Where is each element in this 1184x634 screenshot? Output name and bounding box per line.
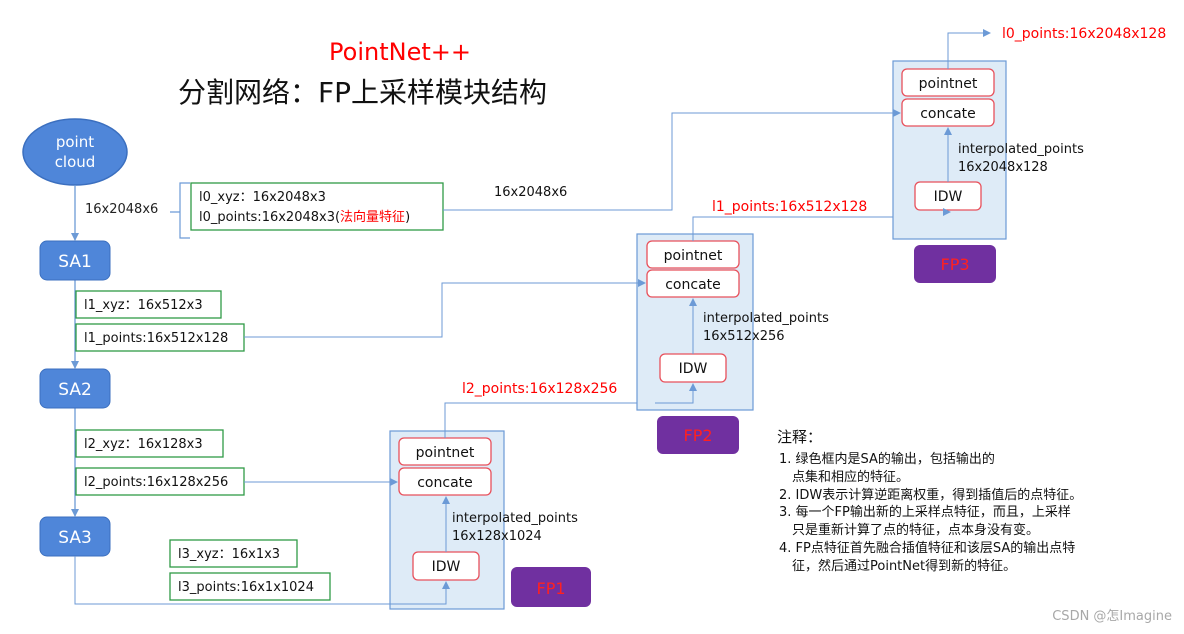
- fp1-pointnet-label: pointnet: [416, 445, 475, 461]
- edge-fp3-output: [947, 29, 991, 69]
- notes-line-5: 只是重新计算了点的特征，点本身没有变。: [792, 522, 1039, 538]
- fp2-output-label: l1_points:16x512x128: [712, 199, 867, 215]
- edge-label-l0-to-fp3: 16x2048x6: [494, 185, 567, 200]
- l0-points-main: l0_points:16x2048x3(: [199, 210, 340, 225]
- notes-line-4: 3. 每一个FP输出新的上采样点特征，而且，上采样: [779, 504, 1071, 520]
- l3-xyz-box: [169, 539, 298, 568]
- edge-label-input-sa1: 16x2048x6: [85, 202, 158, 217]
- notes-line-3: 2. IDW表示计算逆距离权重，得到插值后的点特征。: [779, 487, 1082, 503]
- fp2-concate-label: concate: [665, 277, 721, 293]
- fp1-output-label: l2_points:16x128x256: [462, 381, 617, 397]
- l1-points-box: [75, 323, 245, 352]
- edge-fp1-into-fp2-idw: [655, 383, 697, 404]
- sa2-block: [39, 368, 111, 409]
- l3-points-box: [169, 572, 331, 601]
- fp1-tag: [511, 567, 591, 607]
- fp2-concate-box: [646, 269, 740, 298]
- notes-line-6: 4. FP点特征首先融合插值特征和该层SA的输出点特: [779, 540, 1075, 556]
- l0-points-text: l0_points:16x2048x3(法向量特征): [199, 209, 410, 225]
- fp1-interp-line2: 16x128x1024: [452, 529, 542, 544]
- edge-l0-to-fp3-concate: [443, 109, 901, 211]
- title-line1: PointNet++: [329, 38, 471, 66]
- fp3-output-label: l0_points:16x2048x128: [1002, 26, 1166, 42]
- sa1-label: SA1: [58, 252, 92, 272]
- sa3-label: SA3: [58, 528, 92, 548]
- l1-xyz-text: l1_xyz：16x512x3: [84, 298, 203, 313]
- fp1-concate-box: [398, 467, 492, 496]
- l3-xyz-text: l3_xyz：16x1x3: [178, 547, 280, 562]
- fp2-interp-line2: 16x512x256: [703, 329, 785, 344]
- fp3-interp-line1: interpolated_points: [958, 142, 1084, 157]
- l0-output-box: [190, 182, 444, 231]
- l0-xyz-text: l0_xyz：16x2048x3: [199, 190, 326, 205]
- fp3-idw-label: IDW: [934, 189, 963, 205]
- l1-points-text: l1_points:16x512x128: [84, 331, 228, 346]
- fp1-idw-label: IDW: [432, 559, 461, 575]
- fp3-pointnet-label: pointnet: [919, 76, 978, 92]
- title-line2: 分割网络：FP上采样模块结构: [178, 76, 547, 109]
- l2-xyz-text: l2_xyz：16x128x3: [84, 437, 203, 452]
- fp1-interp-line1: interpolated_points: [452, 511, 578, 526]
- notes-line-7: 征，然后通过PointNet得到新的特征。: [792, 558, 1016, 574]
- notes-line-2: 点集和相应的特征。: [792, 469, 909, 485]
- fp2-interp-line1: interpolated_points: [703, 311, 829, 326]
- fp3-concate-box: [901, 98, 995, 127]
- fp3-tag-label: FP3: [940, 255, 969, 274]
- fp3-interp-line2: 16x2048x128: [958, 160, 1048, 175]
- fp1-concate-label: concate: [417, 475, 473, 491]
- l2-xyz-box: [75, 429, 224, 458]
- l0-brace: [170, 182, 190, 239]
- watermark: CSDN @怎Imagine: [1052, 609, 1172, 624]
- fp2-idw-label: IDW: [679, 361, 708, 377]
- fp2-pointnet-label: pointnet: [664, 248, 723, 264]
- point-cloud-label-2: cloud: [55, 153, 96, 171]
- sa2-label: SA2: [58, 380, 92, 400]
- point-cloud-node: [22, 118, 128, 186]
- notes-heading: 注释：: [777, 428, 822, 446]
- l1-xyz-box: [75, 290, 222, 319]
- l2-points-box: [75, 467, 245, 496]
- fp2-tag-label: FP2: [683, 426, 712, 445]
- fp2-tag: [657, 416, 739, 454]
- edge-l1-to-fp2-concate: [244, 279, 646, 338]
- l0-points-red: 法向量特征: [340, 209, 405, 225]
- notes-line-1: 1. 绿色框内是SA的输出，包括输出的: [779, 451, 995, 467]
- l0-points-close: ): [405, 210, 410, 225]
- fp3-concate-label: concate: [920, 106, 976, 122]
- point-cloud-label-1: point: [56, 133, 94, 151]
- fp1-tag-label: FP1: [536, 579, 565, 598]
- l2-points-text: l2_points:16x128x256: [84, 475, 228, 490]
- edge-sa3-to-fp1-idw: [74, 556, 450, 605]
- fp3-tag: [914, 245, 996, 283]
- sa1-block: [39, 240, 111, 281]
- l3-points-text: l3_points:16x1x1024: [178, 580, 314, 595]
